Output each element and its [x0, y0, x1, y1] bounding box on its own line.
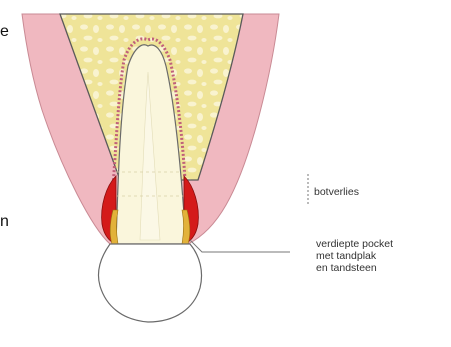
bone-loss-label: botverlies: [314, 186, 359, 198]
pocket-label-line: verdiepte pocket: [316, 238, 393, 250]
pocket-leader-line: [190, 240, 290, 252]
pocket-label-line: en tandsteen: [316, 262, 393, 274]
edge-text-fragment: n: [0, 214, 9, 230]
tooth-crown: [98, 244, 201, 322]
pocket-label: verdiepte pocket met tandplak en tandste…: [316, 238, 393, 274]
pocket-label-line: met tandplak: [316, 250, 393, 262]
edge-text-fragment: e: [0, 24, 9, 40]
